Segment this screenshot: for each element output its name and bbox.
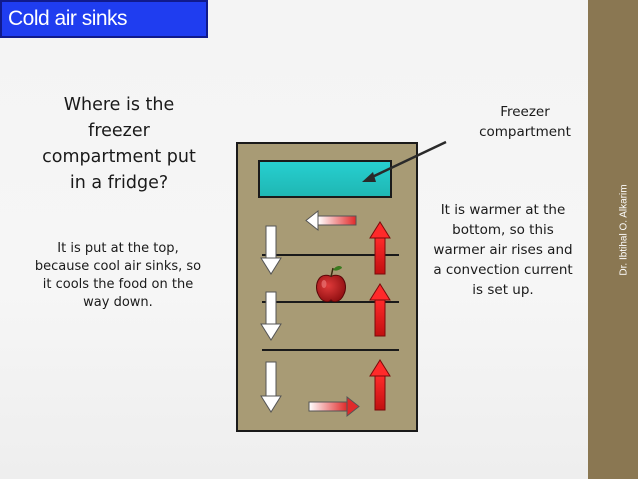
cold-air-arrow-2 [260, 291, 282, 341]
warm-air-arrow-1 [369, 221, 391, 275]
question-text: Where is the freezer compartment put in … [42, 95, 196, 193]
slide-title: Cold air sinks [0, 0, 208, 38]
shelf-middle [262, 301, 399, 303]
side-strip: Dr. Ibtihal O. Alkarim [588, 0, 638, 479]
freezer-label: Freezer compartment [479, 104, 571, 140]
air-flow-arrow-left [305, 209, 357, 232]
apple-icon [316, 266, 346, 303]
air-flow-arrow-right [308, 395, 360, 418]
warm-air-arrow-2 [369, 283, 391, 337]
cold-air-arrow-1 [260, 225, 282, 275]
shelf-top [262, 254, 399, 256]
shelf-bottom [262, 349, 399, 351]
freezer-pointer-arrow [362, 140, 447, 182]
answer-text: It is put at the top, because cool air s… [34, 241, 202, 310]
warm-air-arrow-3 [369, 359, 391, 411]
warmer-explanation: It is warmer at the bottom, so this warm… [433, 202, 573, 298]
cold-air-arrow-3 [260, 361, 282, 413]
